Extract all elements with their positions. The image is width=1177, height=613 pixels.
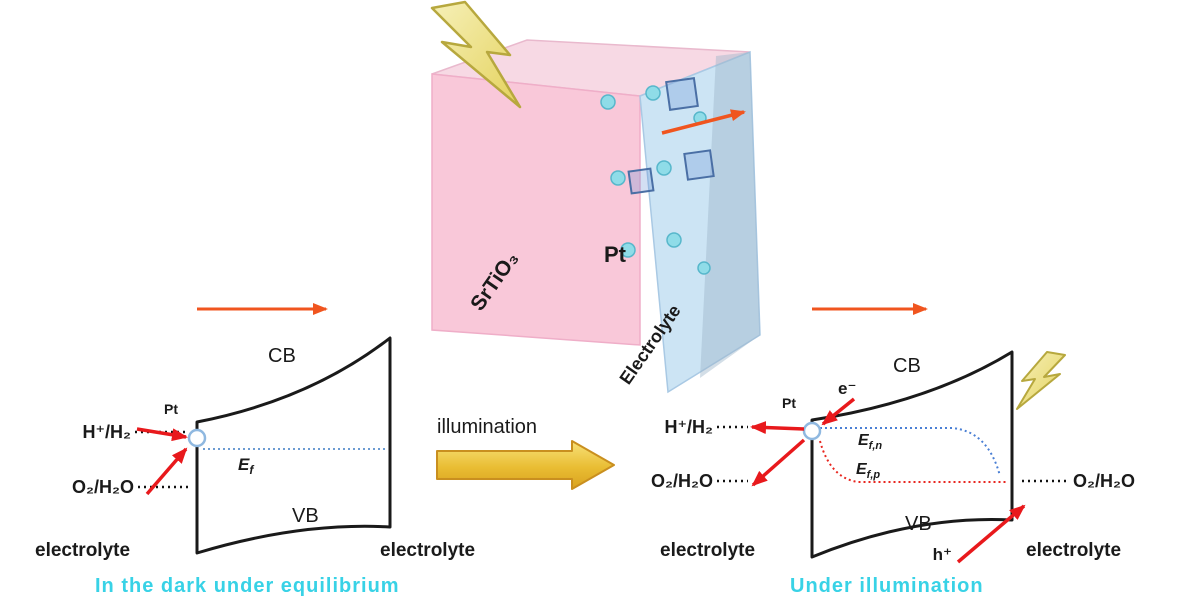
particle-dot-icon	[620, 242, 636, 258]
charge-transfer-arrow	[661, 109, 746, 135]
efn-label: Ef,n	[858, 432, 882, 452]
particle-dot-icon	[600, 94, 616, 110]
dark-caption: In the dark under equilibrium	[95, 575, 400, 597]
efn-subscript: f,n	[869, 440, 883, 452]
efp-subscript: f,p	[867, 469, 881, 481]
pt-particle-icon	[802, 421, 822, 441]
illuminated-caption: Under illumination	[790, 575, 984, 597]
efp-label: Ef,p	[856, 461, 880, 481]
hydrogen-couple-label: H⁺/H₂	[83, 422, 132, 442]
cube-front-face	[431, 73, 641, 346]
cb-label: CB	[893, 355, 921, 377]
fermi-symbol: E	[238, 455, 250, 474]
electrolyte-right-label: electrolyte	[380, 540, 475, 561]
pt-site-label: Pt	[164, 401, 178, 417]
efn-symbol: E	[858, 432, 870, 449]
electrolyte-right-label: electrolyte	[1026, 540, 1121, 561]
equilibration-arrow-h2	[136, 427, 188, 442]
illumination-label: illumination	[437, 416, 537, 438]
hydrogen-couple-label: H⁺/H₂	[665, 417, 714, 437]
efp-quasi-fermi-line	[819, 440, 1008, 483]
band-diagram-illuminated: CB VB Ef,n Ef,p e⁻ Pt H⁺/H₂ O₂/H₂O O₂/H₂…	[651, 350, 1135, 597]
lightning-bolt-icon	[1016, 351, 1066, 410]
electrolyte-streak	[700, 52, 760, 378]
efn-quasi-fermi-line	[820, 427, 1001, 477]
pt-cube-label: Pt	[604, 242, 627, 267]
lattice-square-icon	[665, 77, 699, 111]
hole-label: h⁺	[933, 545, 952, 564]
particle-dots	[600, 85, 711, 275]
band-outline	[195, 336, 392, 555]
band-diagram-dark: CB VB Ef Pt H⁺/H₂ O₂/H₂O electrolyte ele…	[35, 336, 475, 597]
vb-label: VB	[292, 505, 319, 527]
o2-evolution-arrow	[751, 438, 806, 487]
cube-electrolyte-panel	[639, 50, 761, 394]
efp-symbol: E	[856, 461, 868, 478]
lattice-square-icon	[627, 167, 655, 195]
particle-dot-icon	[697, 261, 711, 275]
cb-label: CB	[268, 345, 296, 367]
pt-site-label: Pt	[782, 395, 796, 411]
equilibration-arrow-o2	[145, 447, 188, 496]
fermi-label: Ef	[238, 455, 254, 477]
vb-label: VB	[905, 513, 932, 535]
illumination-block-arrow-icon	[436, 440, 615, 490]
pt-particle-icon	[187, 428, 207, 448]
electron-label: e⁻	[838, 379, 856, 398]
photocatalyst-cube: SrTiO₃ Pt Electrolyte	[430, 0, 761, 394]
lightning-bolt-icon	[430, 0, 522, 109]
oxygen-couple-left-label: O₂/H₂O	[651, 471, 713, 491]
particle-dot-icon	[666, 232, 682, 248]
particle-dot-icon	[645, 85, 661, 101]
particle-dot-icon	[610, 170, 626, 186]
illumination-transition: illumination	[436, 416, 615, 490]
h2-evolution-arrow	[750, 421, 805, 435]
hole-transfer-arrow	[956, 504, 1026, 564]
electron-transfer-arrow	[821, 397, 856, 426]
oxygen-couple-right-label: O₂/H₂O	[1073, 471, 1135, 491]
lattice-square-icon	[683, 149, 715, 181]
particle-dot-icon	[656, 160, 672, 176]
electrolyte-left-label: electrolyte	[660, 540, 755, 561]
oxygen-couple-label: O₂/H₂O	[72, 477, 134, 497]
fermi-subscript: f	[249, 463, 254, 477]
electrolyte-left-label: electrolyte	[35, 540, 130, 561]
